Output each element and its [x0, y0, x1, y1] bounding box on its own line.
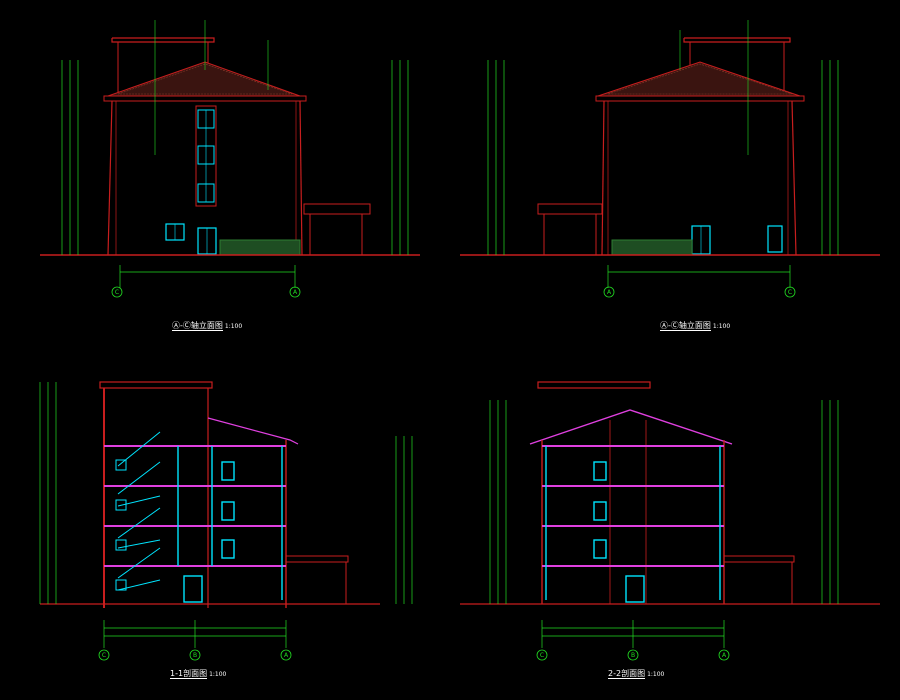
axis-bubble: C — [98, 649, 110, 661]
axis-bubble: C — [111, 286, 123, 298]
axis-label: C — [540, 652, 544, 659]
section-1-1 — [39, 381, 413, 648]
caption-title: 2-2剖面图 — [608, 669, 646, 679]
elevation-left — [40, 20, 420, 288]
caption-scale: 1:100 — [712, 323, 731, 330]
caption-scale: 1:100 — [647, 671, 665, 678]
axis-label: A — [293, 289, 298, 296]
axis-label: B — [631, 652, 635, 659]
axis-label: A — [284, 652, 289, 659]
elevation-right — [460, 20, 880, 288]
caption-scale: 1:100 — [209, 671, 227, 678]
axis-bubbles: C A A C C B A C — [98, 286, 796, 661]
caption-title: Ⓐ-Ⓒ轴立面图 — [172, 321, 223, 331]
axis-bubble: A — [289, 286, 301, 298]
axis-bubble: B — [189, 649, 201, 661]
caption-title: 1-1剖面图 — [170, 669, 208, 679]
axis-label: A — [607, 289, 612, 296]
axis-label: B — [193, 652, 197, 659]
axis-label: C — [788, 289, 792, 296]
axis-bubble: B — [627, 649, 639, 661]
axis-label: C — [115, 289, 119, 296]
axis-label: C — [102, 652, 106, 659]
axis-bubble: A — [603, 286, 615, 298]
caption-scale: 1:100 — [224, 323, 243, 330]
axis-bubble: A — [718, 649, 730, 661]
axis-label: A — [722, 652, 727, 659]
caption-title: Ⓐ-Ⓒ轴立面图 — [660, 321, 711, 331]
axis-bubble: C — [536, 649, 548, 661]
section-2-2 — [460, 381, 880, 648]
axis-bubble: C — [784, 286, 796, 298]
axis-bubble: A — [280, 649, 292, 661]
